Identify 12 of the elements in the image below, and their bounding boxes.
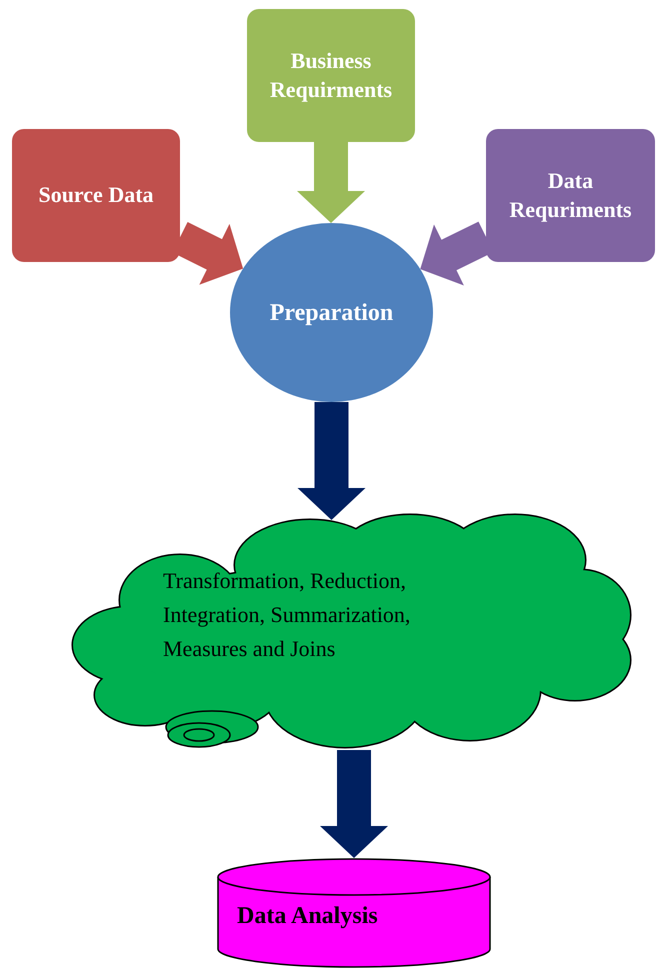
node-label: Business Requirments xyxy=(268,46,394,104)
process-box xyxy=(486,129,655,262)
node-label: Data Analysis xyxy=(237,902,378,931)
node-label: Preparation xyxy=(270,298,394,328)
block-arrow xyxy=(320,750,388,858)
node-label: Source Data xyxy=(38,181,154,210)
block-arrow xyxy=(298,402,366,520)
node-label: Data Requriments xyxy=(508,166,633,224)
block-arrow xyxy=(297,142,365,223)
node-label: Transformation, Reduction, Integration, Summarization, Measures and Joins xyxy=(163,567,412,664)
process-box xyxy=(247,9,415,142)
process-box xyxy=(12,129,180,262)
